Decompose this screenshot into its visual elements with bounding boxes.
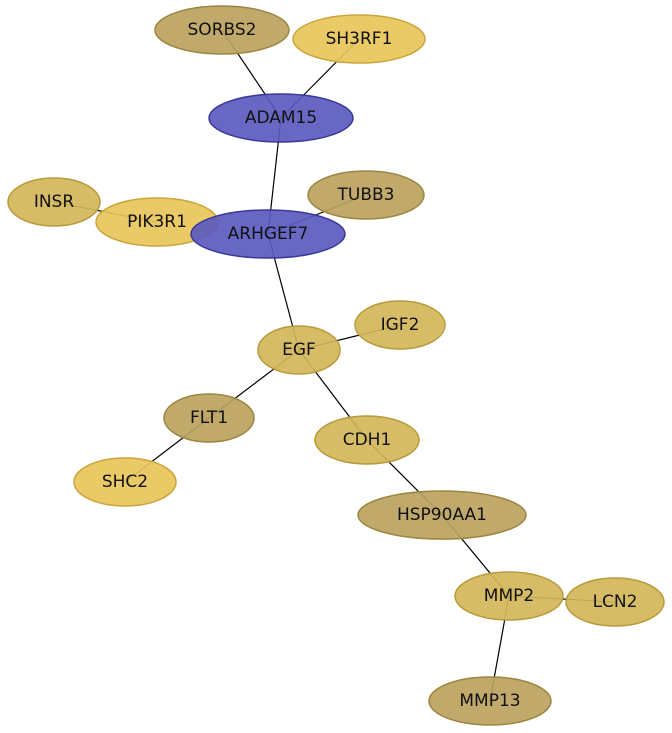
node-adam15[interactable]: ADAM15 <box>208 93 354 143</box>
node-sh3rf1-ellipse[interactable] <box>292 14 426 64</box>
node-mmp2-label: MMP2 <box>484 586 534 606</box>
node-mmp2-ellipse[interactable] <box>454 571 564 621</box>
node-mmp13-label: MMP13 <box>459 691 520 711</box>
node-arhgef7-ellipse[interactable] <box>190 209 346 259</box>
node-tubb3[interactable]: TUBB3 <box>307 170 425 220</box>
node-cdh1-ellipse[interactable] <box>314 415 420 465</box>
node-cdh1[interactable]: CDH1 <box>314 415 420 465</box>
node-tubb3-ellipse[interactable] <box>307 170 425 220</box>
node-igf2-label: IGF2 <box>381 315 420 335</box>
node-insr-ellipse[interactable] <box>7 177 101 227</box>
node-mmp2[interactable]: MMP2 <box>454 571 564 621</box>
node-shc2-ellipse[interactable] <box>73 457 177 507</box>
node-sorbs2-label: SORBS2 <box>188 20 257 40</box>
node-mmp13-ellipse[interactable] <box>428 676 552 726</box>
node-flt1[interactable]: FLT1 <box>163 393 255 443</box>
node-lcn2-ellipse[interactable] <box>565 577 665 627</box>
node-lcn2-label: LCN2 <box>593 592 638 612</box>
node-egf-label: EGF <box>282 340 316 360</box>
node-flt1-ellipse[interactable] <box>163 393 255 443</box>
node-igf2-ellipse[interactable] <box>354 300 446 350</box>
node-hsp90aa1[interactable]: HSP90AA1 <box>357 490 527 540</box>
node-mmp13[interactable]: MMP13 <box>428 676 552 726</box>
node-sorbs2-ellipse[interactable] <box>154 5 290 55</box>
node-pik3r1[interactable]: PIK3R1 <box>95 197 219 247</box>
node-sh3rf1-label: SH3RF1 <box>326 29 393 49</box>
node-pik3r1-label: PIK3R1 <box>127 212 187 232</box>
node-tubb3-label: TUBB3 <box>337 185 395 205</box>
node-sh3rf1[interactable]: SH3RF1 <box>292 14 426 64</box>
node-hsp90aa1-label: HSP90AA1 <box>397 505 487 525</box>
node-arhgef7[interactable]: ARHGEF7 <box>190 209 346 259</box>
node-igf2[interactable]: IGF2 <box>354 300 446 350</box>
node-insr[interactable]: INSR <box>7 177 101 227</box>
node-insr-label: INSR <box>34 192 75 212</box>
node-egf[interactable]: EGF <box>257 325 341 375</box>
node-hsp90aa1-ellipse[interactable] <box>357 490 527 540</box>
node-lcn2[interactable]: LCN2 <box>565 577 665 627</box>
node-egf-ellipse[interactable] <box>257 325 341 375</box>
node-arhgef7-label: ARHGEF7 <box>228 224 309 244</box>
node-cdh1-label: CDH1 <box>343 430 392 450</box>
node-shc2-label: SHC2 <box>102 472 148 492</box>
node-shc2[interactable]: SHC2 <box>73 457 177 507</box>
node-flt1-label: FLT1 <box>190 408 228 428</box>
node-sorbs2[interactable]: SORBS2 <box>154 5 290 55</box>
node-adam15-ellipse[interactable] <box>208 93 354 143</box>
node-adam15-label: ADAM15 <box>245 108 317 128</box>
